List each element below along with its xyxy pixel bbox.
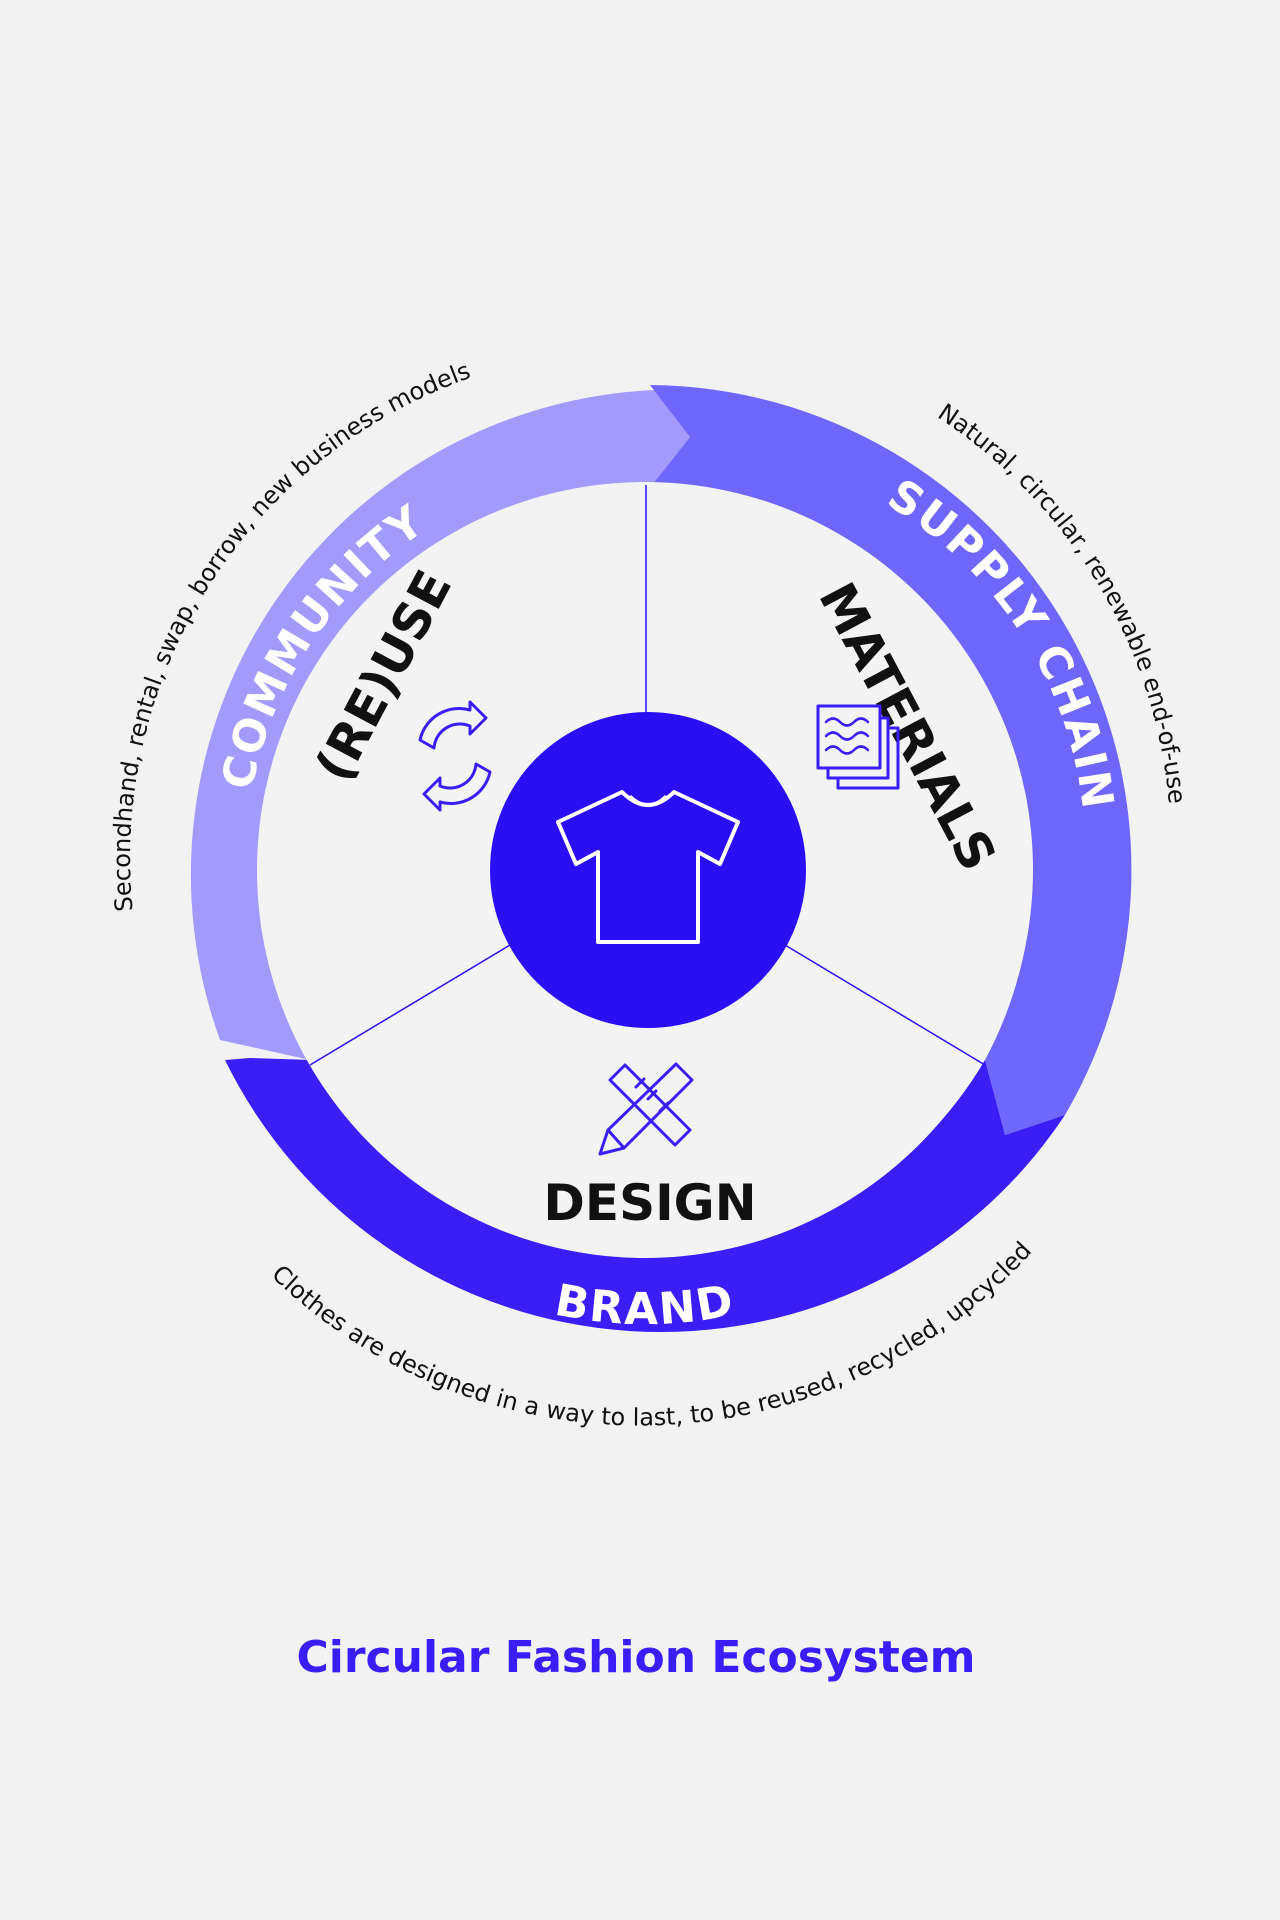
brand-ring-segment — [225, 1058, 1065, 1333]
design-label: DESIGN — [543, 1174, 756, 1232]
pencil-ruler-icon — [598, 1062, 694, 1156]
supply-chain-ring-segment — [650, 385, 1132, 1135]
center-circle — [490, 712, 806, 1028]
tshirt-collar — [628, 794, 668, 807]
divider-left — [309, 944, 511, 1066]
section-dividers — [309, 485, 986, 1066]
brand-ring-label: BRAND — [551, 1275, 738, 1335]
recycle-arrows-icon — [418, 700, 492, 812]
diagram-caption: Circular Fashion Ecosystem — [296, 1632, 975, 1683]
fabric-swatches-icon — [816, 704, 900, 790]
divider-right — [784, 944, 986, 1066]
community-ring-segment — [190, 390, 690, 1060]
